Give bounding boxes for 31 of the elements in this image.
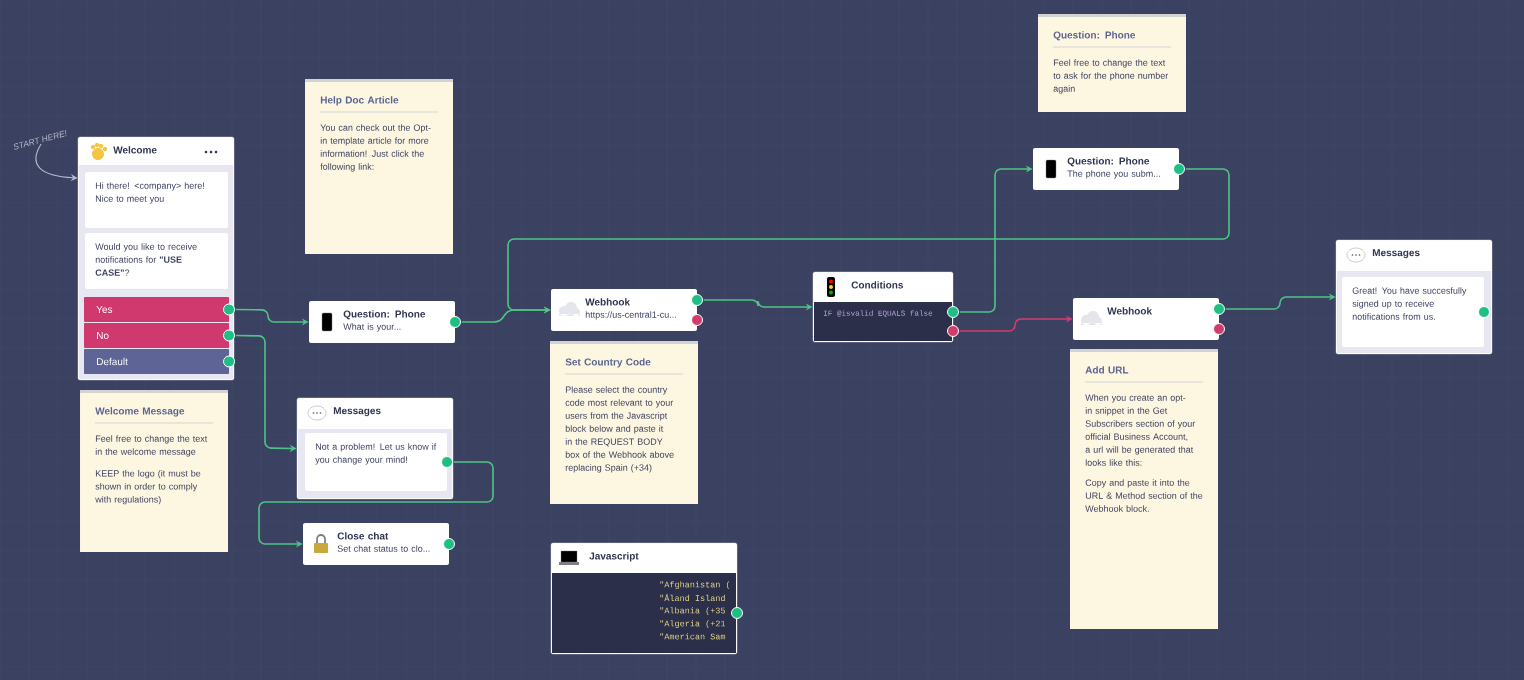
message-bubble: Not a problem! Let us know if you change your mind! — [305, 433, 447, 491]
connector-arrow — [234, 334, 297, 452]
block-card: Close chat Set chat status to clo... — [303, 523, 449, 565]
block-card: Question: Phone The phone you subm... — [1033, 148, 1179, 190]
sticky-note: Help Doc Article You can check out the Opt-in template article for more information! Just click the following link: — [305, 79, 453, 254]
sticky-note: Question: Phone Feel free to change the text to ask for the phone number again — [1038, 14, 1186, 112]
node-label: Yes — [96, 306, 113, 313]
message-bubble: Great! You have succesfully signed up to receive notifications from us. — [1342, 277, 1484, 347]
choice-button: Default — [84, 349, 229, 374]
block-card: Webhook https://us-central1-cu... — [551, 289, 697, 331]
sticky-note: Add URL When you create an opt-in snippet in the Get Subscribers section of your official Business Account, a url will be generated that looks like this: Copy and paste it into the URL & Method section of the Webhook block. — [1070, 349, 1218, 629]
node-label: "Albania (+35 — [660, 607, 725, 616]
message-bubble: Would you like to receive notifications for "USE CASE"? — [85, 233, 228, 289]
node-label: "Algeria (+21 — [660, 620, 726, 629]
node-label: "Åland Island — [660, 594, 725, 602]
block-card: Question: Phone What is your... — [309, 301, 455, 343]
code-card: Javascript "Afghanistan ( "Åland Island "Albania (+35 "Algeria (+21 "American Sam — [550, 542, 738, 655]
connector-arrow — [1224, 293, 1336, 310]
choice-button: No — [84, 323, 229, 348]
block-card: Webhook — [1073, 298, 1219, 340]
connector-arrow — [958, 165, 1033, 313]
sticky-note: Welcome Message Feel free to change the text in the welcome message KEEP the logo (it must be shown in order to comply with regulations) — [80, 390, 228, 552]
connector-arrow — [958, 315, 1073, 332]
message-bubble: Hi there! <company> here! Nice to meet you — [85, 172, 228, 228]
choice-button: Yes — [84, 297, 229, 322]
sticky-note: Set Country Code Please select the country code most relevant to your users from the Javascript block below and paste it in the REQUEST BODY box of the Webhook above replacing Spain (+34) — [550, 341, 698, 504]
node-label: No — [97, 332, 109, 339]
node-label: "Afghanistan ( — [660, 581, 730, 590]
node-label: Javascript — [589, 552, 639, 562]
node-label: "American Sam — [660, 633, 726, 640]
handwritten-label: START HERE! — [13, 130, 67, 150]
